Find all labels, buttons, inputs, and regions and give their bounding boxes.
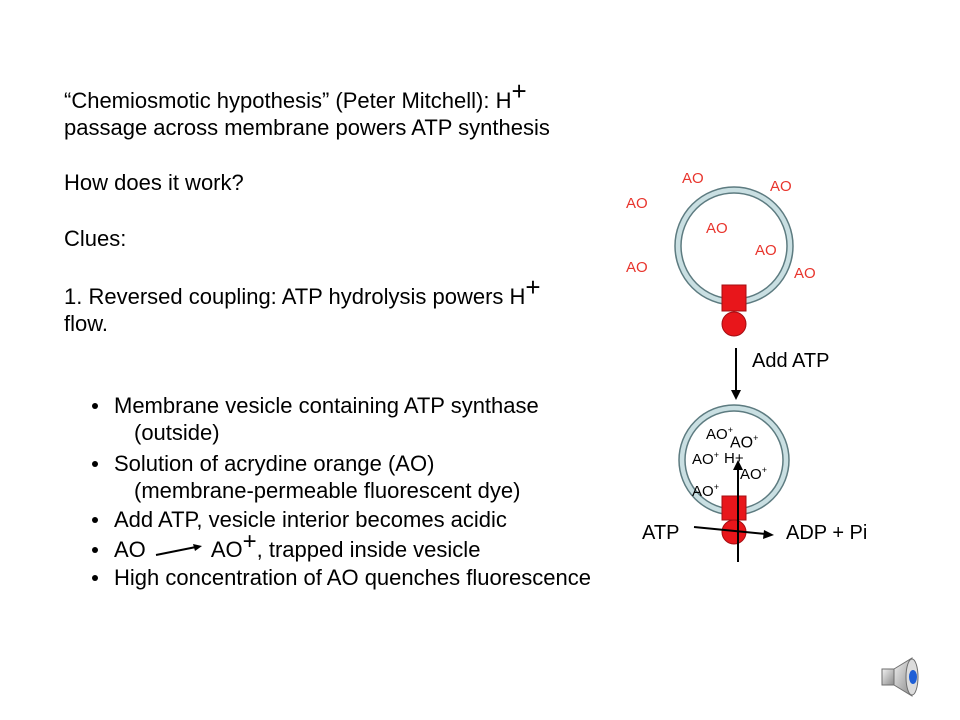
bullet-dot [92,403,98,409]
ao-text: AO [706,426,728,443]
atp-label: ATP [642,522,680,544]
bullet-tail-text: , trapped inside vesicle [256,537,481,562]
adp-pi-label: ADP + Pi [786,522,868,544]
clue-1-text: 1. Reversed coupling: ATP hydrolysis pow… [64,284,526,309]
atp-synthase-fo-bottom [721,495,747,521]
ao-label: AO [682,170,704,187]
bullet-text: Membrane vesicle containing ATP synthase [114,393,539,418]
question-text: How does it work? [64,170,244,195]
atp-synthase-f1-top [721,311,747,337]
ao-label: AO [626,259,648,276]
h-plus-label: H+ [724,450,744,467]
ao-text: AO [730,434,754,452]
ao-plus-label: AO+ [706,425,733,443]
ao-label: AO [794,265,816,282]
plus-sign: + [727,425,733,435]
bullet-superscript: + [242,528,257,555]
clue-1-superscript: + [525,272,541,302]
bullet-text: Solution of acrydine orange (AO) [114,451,435,476]
ao-text: AO [740,466,762,483]
plus-sign: + [753,433,759,443]
arrow-right-icon [763,530,774,539]
ao-label: AO [755,242,777,259]
heading-superscript: + [511,76,527,106]
plus-sign: + [761,465,767,475]
ao-label: AO [706,220,728,237]
clue-1-line-1: 1. Reversed coupling: ATP hydrolysis pow… [64,274,541,310]
ao-plus-label: AO+ [692,450,719,468]
ao-text: AO [692,483,714,500]
speaker-icon-graphic [881,657,919,697]
clue-1-line-2: flow. [64,311,109,336]
bullet-text: AO AO+, trapped inside vesicle [114,529,481,563]
bullet-dot [92,547,98,553]
speaker-icon[interactable] [878,655,924,704]
arrow-up-icon [733,460,743,470]
plus-sign: + [713,450,719,460]
heading-text: “Chemiosmotic hypothesis” (Peter Mitchel… [64,88,512,113]
bullet-dot [92,575,98,581]
arrow-right-icon [155,544,202,557]
clues-label: Clues: [64,226,127,251]
bullet-text: High concentration of AO quenches fluore… [114,565,591,590]
bullet-text: (outside) [134,420,220,445]
ao-label: AO [770,178,792,195]
plus-sign: + [713,482,719,492]
ao-text: AO [692,451,714,468]
add-atp-label: Add ATP [752,350,830,372]
bullet-text: Add ATP, vesicle interior becomes acidic [114,507,507,532]
heading-line-1: “Chemiosmotic hypothesis” (Peter Mitchel… [64,78,527,114]
atp-synthase-fo-top [721,284,747,312]
ao-plus-label: AO+ [740,465,767,483]
bullet-text: (membrane-permeable fluorescent dye) [134,478,521,503]
ao-label: AO [626,195,648,212]
bullet-dot [92,461,98,467]
heading-line-2: passage across membrane powers ATP synth… [64,115,550,140]
arrow-down-icon [731,390,741,400]
hydrolysis-arrow [693,526,767,535]
ao-plus-text: AO [210,537,243,562]
ao-text: AO [114,537,146,562]
ao-plus-label: AO+ [730,433,758,452]
ao-plus-label: AO+ [692,482,719,500]
bullet-dot [92,517,98,523]
